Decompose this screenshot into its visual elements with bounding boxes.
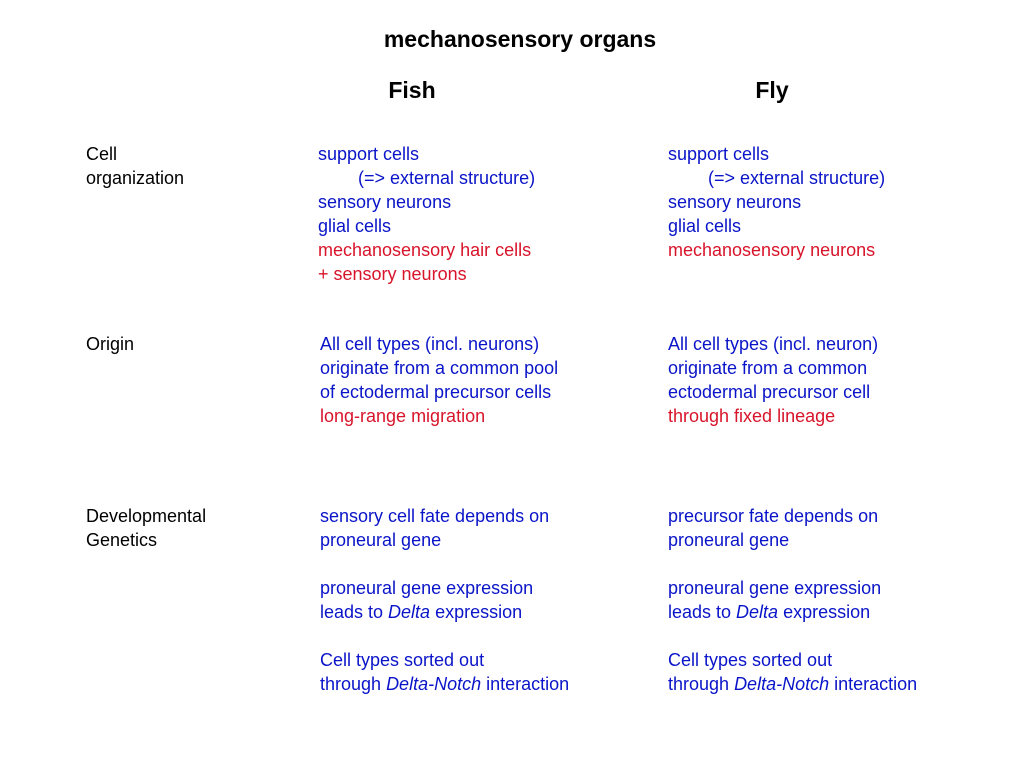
cell-text: proneural gene xyxy=(320,530,442,550)
cell-organization-fish: support cells (=> external structure) se… xyxy=(318,142,535,286)
cell-text: proneural gene xyxy=(668,530,790,550)
cell-text-part: interaction xyxy=(829,674,918,694)
cell-text: through Delta-Notch interaction xyxy=(320,672,569,696)
developmental-genetics-fly: precursor fate depends on proneural gene… xyxy=(668,504,917,696)
row-label-line: Developmental xyxy=(86,506,207,526)
cell-text-highlight: mechanosensory hair cells xyxy=(318,240,532,260)
spacer xyxy=(668,624,917,648)
gene-name: Delta-Notch xyxy=(386,674,482,694)
cell-text-highlight: mechanosensory neurons xyxy=(668,240,876,260)
cell-text: (=> external structure) xyxy=(358,168,536,188)
cell-text: ectodermal precursor cell xyxy=(668,382,871,402)
cell-organization-fly: support cells (=> external structure) se… xyxy=(668,142,885,262)
row-label-line: Genetics xyxy=(86,530,158,550)
row-label-line: Cell xyxy=(86,144,118,164)
cell-text: sensory neurons xyxy=(668,192,802,212)
cell-text: (=> external structure) xyxy=(708,168,886,188)
row-label-origin: Origin xyxy=(86,332,134,356)
cell-text: sensory cell fate depends on xyxy=(320,506,550,526)
column-header-fish: Fish xyxy=(388,77,436,103)
cell-text-highlight: long-range migration xyxy=(320,406,486,426)
gene-name: Delta xyxy=(736,602,779,622)
cell-text: sensory neurons xyxy=(318,192,452,212)
cell-text: of ectodermal precursor cells xyxy=(320,382,552,402)
cell-text-highlight: + sensory neurons xyxy=(318,264,467,284)
row-label-developmental-genetics: Developmental Genetics xyxy=(86,504,206,552)
cell-text-highlight: through fixed lineage xyxy=(668,406,836,426)
cell-text-part: expression xyxy=(778,602,871,622)
gene-name: Delta xyxy=(388,602,431,622)
row-label-line: Origin xyxy=(86,334,135,354)
cell-text: proneural gene expression xyxy=(668,578,882,598)
column-header-fly: Fly xyxy=(755,77,789,103)
gene-name: Delta-Notch xyxy=(734,674,830,694)
cell-text: originate from a common pool xyxy=(320,358,559,378)
cell-text-part: interaction xyxy=(481,674,570,694)
cell-text: support cells xyxy=(318,144,420,164)
cell-text: originate from a common xyxy=(668,358,868,378)
cell-text: All cell types (incl. neurons) xyxy=(320,334,540,354)
cell-text: through Delta-Notch interaction xyxy=(668,672,917,696)
cell-text: leads to Delta expression xyxy=(668,600,917,624)
cell-text-part: through xyxy=(320,674,387,694)
origin-fish: All cell types (incl. neurons) originate… xyxy=(320,332,558,428)
cell-text: support cells xyxy=(668,144,770,164)
page-title: mechanosensory organs xyxy=(383,26,657,52)
cell-text: glial cells xyxy=(318,216,392,236)
cell-text: glial cells xyxy=(668,216,742,236)
cell-text-part: leads to xyxy=(320,602,389,622)
row-label-cell-organization: Cell organization xyxy=(86,142,184,190)
spacer xyxy=(320,552,569,576)
cell-text: precursor fate depends on xyxy=(668,506,879,526)
cell-text-part: expression xyxy=(430,602,523,622)
row-label-line: organization xyxy=(86,168,185,188)
cell-text-part: through xyxy=(668,674,735,694)
cell-text: Cell types sorted out xyxy=(320,650,485,670)
origin-fly: All cell types (incl. neuron) originate … xyxy=(668,332,878,428)
cell-text: leads to Delta expression xyxy=(320,600,569,624)
cell-text-part: leads to xyxy=(668,602,737,622)
developmental-genetics-fish: sensory cell fate depends on proneural g… xyxy=(320,504,569,696)
cell-text: proneural gene expression xyxy=(320,578,534,598)
cell-text: Cell types sorted out xyxy=(668,650,833,670)
cell-text: All cell types (incl. neuron) xyxy=(668,334,879,354)
spacer xyxy=(668,552,917,576)
spacer xyxy=(320,624,569,648)
